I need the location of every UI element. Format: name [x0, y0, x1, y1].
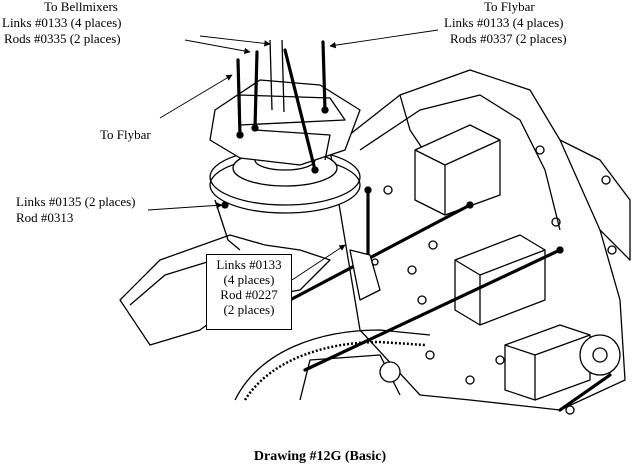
drawing-caption: Drawing #12G (Basic)	[253, 449, 387, 464]
label-links-0135: Links #0135 (2 places)	[16, 194, 136, 209]
pushrod-lower	[558, 373, 612, 412]
label-flybar-right-title: To Flybar	[484, 0, 535, 14]
main-gear	[234, 329, 431, 401]
pushrod-0227-1	[288, 203, 472, 302]
flybar-rod-2	[321, 40, 327, 112]
label-flybar-right-rods: Rods #0337 (2 places)	[450, 31, 567, 46]
bellmixer-rod-2	[253, 50, 259, 130]
right-pulley	[579, 334, 621, 376]
flybar-rod-1	[283, 48, 317, 172]
label-boxed-links: Links #0133	[216, 257, 282, 272]
bellmixer-rod-1	[236, 58, 242, 137]
label-boxed-places-2: (2 places)	[223, 302, 275, 317]
boxed-links-callout: Links #0133 (4 places) Rod #0227 (2 plac…	[206, 254, 292, 330]
label-rod-0313: Rod #0313	[16, 210, 74, 225]
helicopter-rotor-head-illustration	[119, 29, 631, 415]
pushrod-0227-2	[303, 248, 562, 372]
upper-servo	[414, 124, 501, 216]
lower-servo	[504, 324, 591, 401]
label-flybar-left: To Flybar	[100, 127, 151, 142]
label-bellmixers-title: To Bellmixers	[44, 0, 118, 14]
main-shaft	[269, 39, 285, 113]
label-bellmixers-links: Links #0133 (4 places)	[2, 15, 122, 30]
label-flybar-right-links: Links #0133 (4 places)	[444, 15, 564, 30]
label-boxed-rod: Rod #0227	[220, 287, 278, 302]
label-boxed-places-1: (4 places)	[223, 272, 275, 287]
label-bellmixers-rods: Rods #0335 (2 places)	[4, 31, 121, 46]
